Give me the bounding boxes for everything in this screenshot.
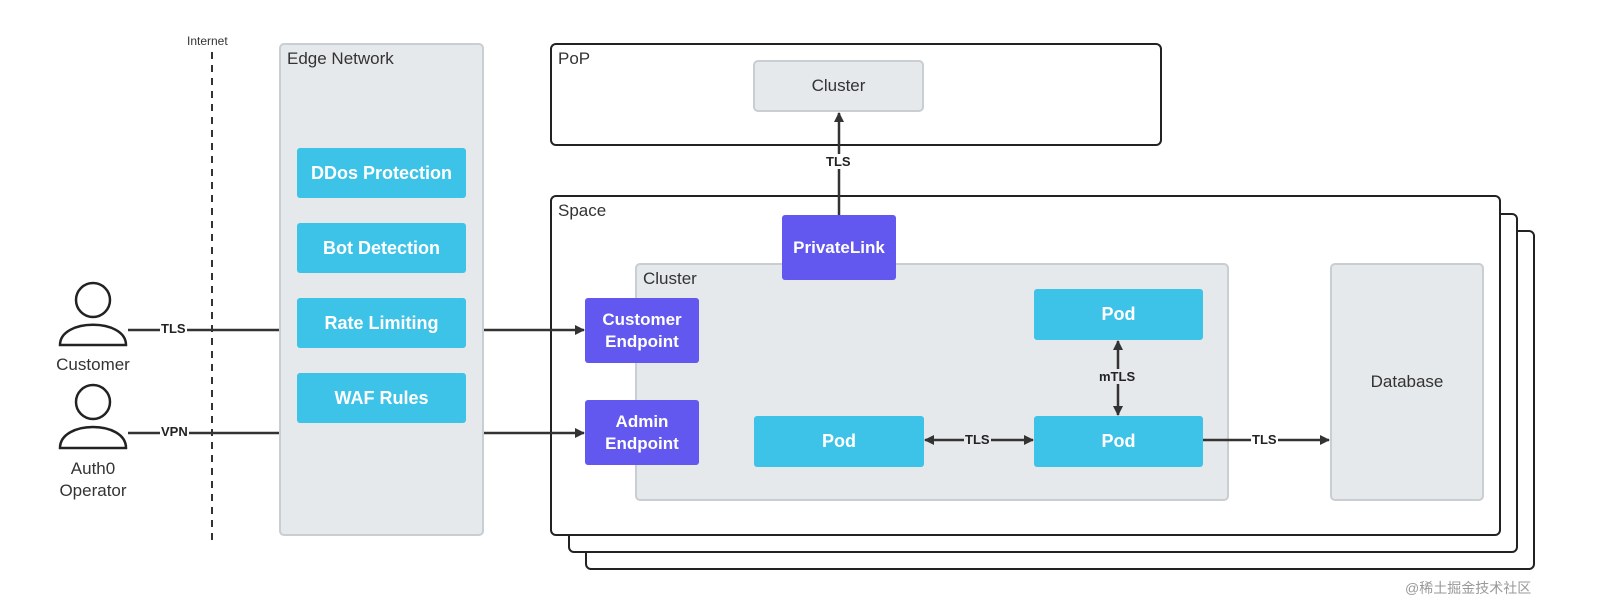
operator-person-icon: [58, 383, 128, 450]
customer-person-icon: [58, 281, 128, 347]
waf-rules-label: WAF Rules: [334, 387, 429, 408]
pod-right-box: Pod: [1034, 416, 1203, 467]
customer-endpoint-label: Customer Endpoint: [602, 309, 682, 351]
database-box: Database: [1330, 263, 1484, 501]
space-title: Space: [558, 201, 607, 220]
internet-label: Internet: [187, 34, 228, 48]
ddos-protection-label: DDos Protection: [310, 162, 452, 183]
operator-label: Auth0 Operator: [59, 459, 127, 500]
edge-network-title: Edge Network: [287, 49, 394, 68]
customer-endpoint-box: Customer Endpoint: [585, 298, 699, 363]
customer-label: Customer: [56, 355, 130, 374]
waf-rules-box: WAF Rules: [297, 373, 466, 423]
operator-vpn-label: VPN: [160, 424, 189, 439]
edge-network-box: Edge Network: [279, 43, 484, 536]
pod-pod-mtls-label: mTLS: [1098, 369, 1137, 384]
pod-top-box: Pod: [1034, 289, 1203, 340]
privatelink-label: PrivateLink: [793, 237, 885, 257]
pod-db-tls-label: TLS: [1251, 432, 1278, 447]
pop-title: PoP: [558, 49, 591, 68]
space-cluster-title: Cluster: [643, 269, 697, 288]
admin-endpoint-label: Admin Endpoint: [605, 411, 679, 453]
privatelink-tls-label: TLS: [825, 154, 852, 169]
rate-limiting-box: Rate Limiting: [297, 298, 466, 348]
pod-right-label: Pod: [1101, 431, 1136, 451]
pop-cluster-label: Cluster: [811, 76, 866, 95]
pop-cluster-box: Cluster: [753, 60, 924, 112]
pod-pod-tls-label: TLS: [964, 432, 991, 447]
pod-top-label: Pod: [1101, 304, 1136, 324]
bot-detection-label: Bot Detection: [323, 237, 440, 258]
admin-endpoint-box: Admin Endpoint: [585, 400, 699, 465]
database-label: Database: [1370, 372, 1444, 391]
rate-limiting-label: Rate Limiting: [324, 312, 439, 333]
ddos-protection-box: DDos Protection: [297, 148, 466, 198]
watermark-text: @稀土掘金技术社区: [1405, 580, 1532, 596]
privatelink-box: PrivateLink: [782, 215, 896, 280]
bot-detection-box: Bot Detection: [297, 223, 466, 273]
customer-tls-label: TLS: [160, 321, 187, 336]
pod-left-box: Pod: [754, 416, 924, 467]
pod-left-label: Pod: [822, 431, 856, 451]
